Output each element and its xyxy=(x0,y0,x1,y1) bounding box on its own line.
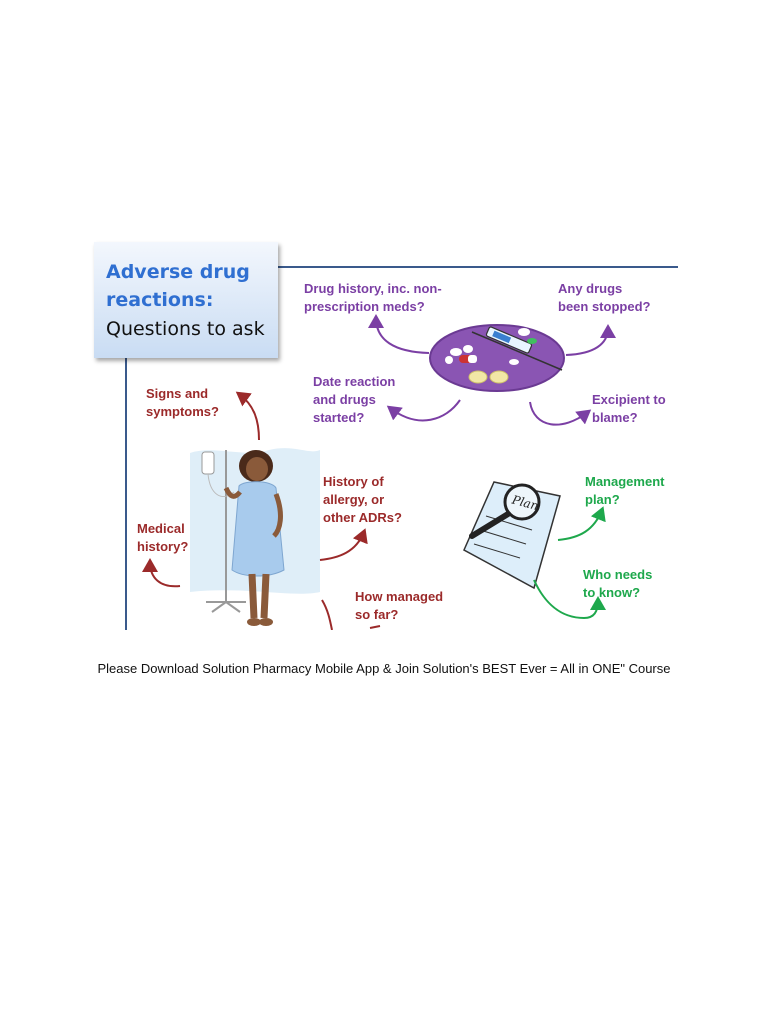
plan-word: Plan xyxy=(510,492,540,513)
label-drug-history: Drug history, inc. non- prescription med… xyxy=(304,281,442,314)
arrow-who-needs xyxy=(533,579,606,620)
title-box: Adverse drug reactions: Questions to ask xyxy=(94,242,278,358)
arrow-signs xyxy=(235,391,260,441)
syringe-icon xyxy=(471,326,563,371)
adr-diagram: Plan Adverse drug reactions: Questions t… xyxy=(94,240,684,630)
label-management-plan: Management plan? xyxy=(585,474,665,507)
pills-icon xyxy=(445,328,537,384)
arrow-date-reaction xyxy=(386,399,461,422)
label-date-reaction: Date reaction and drugs started? xyxy=(313,374,396,425)
medicine-oval xyxy=(429,324,565,392)
title-line-1: Adverse drug xyxy=(106,261,250,283)
download-caption: Please Download Solution Pharmacy Mobile… xyxy=(97,661,671,676)
label-excipient: Excipient to blame? xyxy=(592,392,666,425)
arrow-excipient xyxy=(529,401,592,426)
arrow-drugs-stopped xyxy=(565,324,616,356)
arrow-management xyxy=(557,506,606,541)
arrow-allergy xyxy=(319,528,368,561)
patient-illustration xyxy=(190,448,320,626)
label-medical-history: Medical history? xyxy=(137,521,189,554)
title-line-3: Questions to ask xyxy=(106,318,265,340)
label-how-managed: How managed so far? xyxy=(355,589,444,622)
plan-document-icon: Plan xyxy=(463,481,561,590)
label-drugs-stopped: Any drugs been stopped? xyxy=(558,281,651,314)
arrow-drug-history xyxy=(368,314,430,354)
arrow-managed xyxy=(321,599,333,630)
label-signs-symptoms: Signs and symptoms? xyxy=(146,386,219,419)
diagram-artwork: Plan xyxy=(125,266,678,630)
label-allergy: History of allergy, or other ADRs? xyxy=(323,474,402,525)
arrow-medical xyxy=(142,558,181,588)
label-who-needs-to-know: Who needs to know? xyxy=(583,567,653,600)
title-line-2: reactions: xyxy=(106,289,214,311)
